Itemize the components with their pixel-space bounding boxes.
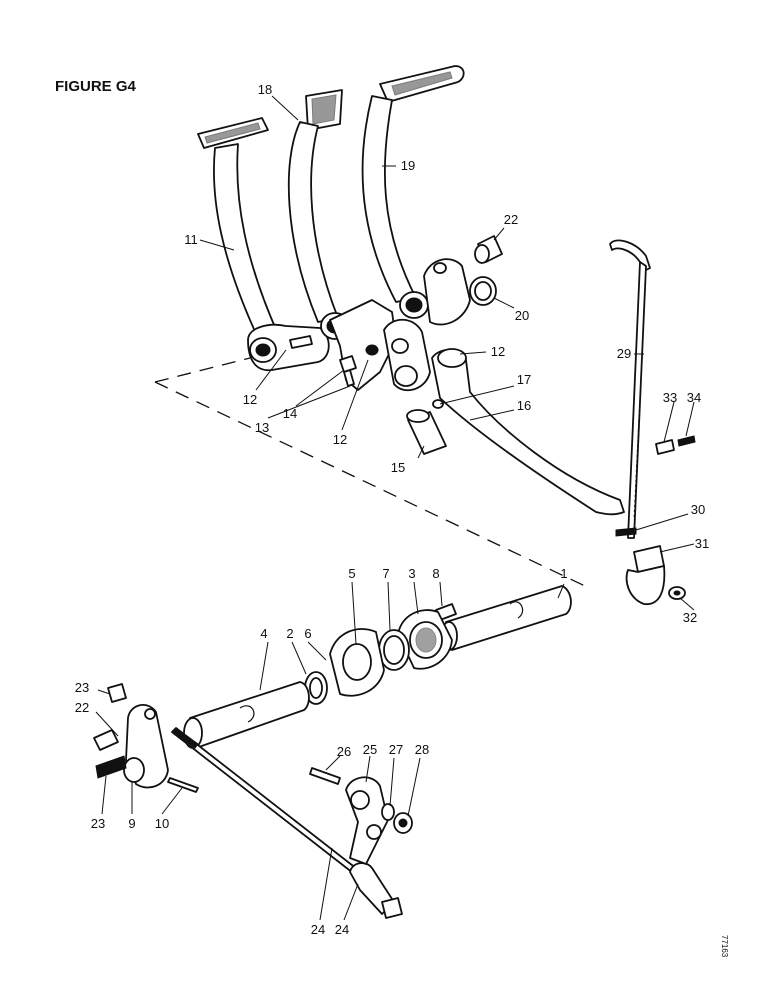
leader-lines: [95, 95, 695, 921]
callout-25: 23: [75, 680, 89, 695]
bolt-22-lower: [93, 729, 119, 751]
ring-7: [378, 629, 410, 671]
callout-29: 27: [389, 742, 403, 757]
callout-26: 24: [335, 922, 349, 937]
callout-32: 30: [691, 502, 705, 517]
callout-35: 33: [663, 390, 677, 405]
callout-15: 14: [283, 406, 297, 421]
callout-7: 7: [382, 566, 389, 581]
flange-3: [397, 609, 453, 670]
callout-24: 24: [311, 922, 325, 937]
callout-3: 3: [408, 566, 415, 581]
projection-line: [154, 357, 251, 383]
bolt-25: [107, 683, 127, 703]
washer-29: [381, 803, 395, 821]
callout-18: 17: [517, 372, 531, 387]
figure-title: FIGURE G4: [55, 78, 137, 95]
callout-19: 18: [258, 82, 272, 97]
bolt-15: [339, 355, 357, 387]
callout-36: 34: [687, 390, 701, 405]
projection-line: [154, 381, 586, 587]
callout-17: 16: [517, 398, 531, 413]
callout-28: 26: [337, 744, 351, 759]
pedal-20: [361, 65, 471, 326]
pin-10: [167, 777, 199, 793]
rod-31: [609, 239, 651, 539]
callout-27: 25: [363, 742, 377, 757]
drawing-ref-code: 77163: [720, 935, 729, 958]
bolt-22-upper: [474, 235, 503, 264]
circlip-21: [469, 276, 497, 306]
callout-31: 29: [617, 346, 631, 361]
spring-23: [95, 755, 127, 779]
callout-23: 23: [91, 816, 105, 831]
callout-12-right: 12: [491, 344, 505, 359]
callout-33: 31: [695, 536, 709, 551]
callout-16: 15: [391, 460, 405, 475]
pin-28: [309, 767, 341, 785]
callout-11: 11: [184, 232, 198, 247]
seal-2: [304, 671, 328, 705]
callout-30: 28: [415, 742, 429, 757]
callout-21: 20: [515, 308, 529, 323]
spring-32: [615, 527, 637, 537]
callout-1: 1: [560, 566, 567, 581]
lever-9: [123, 704, 169, 789]
callout-9: 9: [128, 816, 135, 831]
pin-35: [655, 439, 675, 455]
pedal-11: [197, 117, 330, 372]
clevis-26: [349, 862, 403, 919]
callout-4: 4: [260, 626, 267, 641]
tube-4: [183, 681, 310, 749]
callout-6: 6: [304, 626, 311, 641]
callout-12-left: 12: [243, 392, 257, 407]
lever-27: [345, 776, 389, 865]
nut-34: [668, 586, 686, 600]
lever-17: [431, 348, 625, 516]
callout-10: 10: [155, 816, 169, 831]
callout-5: 5: [348, 566, 355, 581]
callout-22-lower: 22: [75, 700, 89, 715]
callout-22-upper: 22: [504, 212, 518, 227]
callout-34: 32: [683, 610, 697, 625]
pedal-19: [287, 89, 350, 340]
callout-20: 19: [401, 158, 415, 173]
callout-labels: 18 19 11 22 20 12 14 13 12 12 17 16 15 2…: [75, 82, 709, 937]
callout-13: 12: [333, 432, 347, 447]
callout-14: 13: [255, 420, 269, 435]
plate-5: [329, 628, 385, 697]
pin-16: [406, 409, 447, 455]
nut-30: [393, 812, 413, 834]
spring-36: [677, 435, 696, 447]
block-33: [625, 545, 666, 605]
callout-2: 2: [286, 626, 293, 641]
tube-1: [440, 585, 572, 651]
callout-8: 8: [432, 566, 439, 581]
